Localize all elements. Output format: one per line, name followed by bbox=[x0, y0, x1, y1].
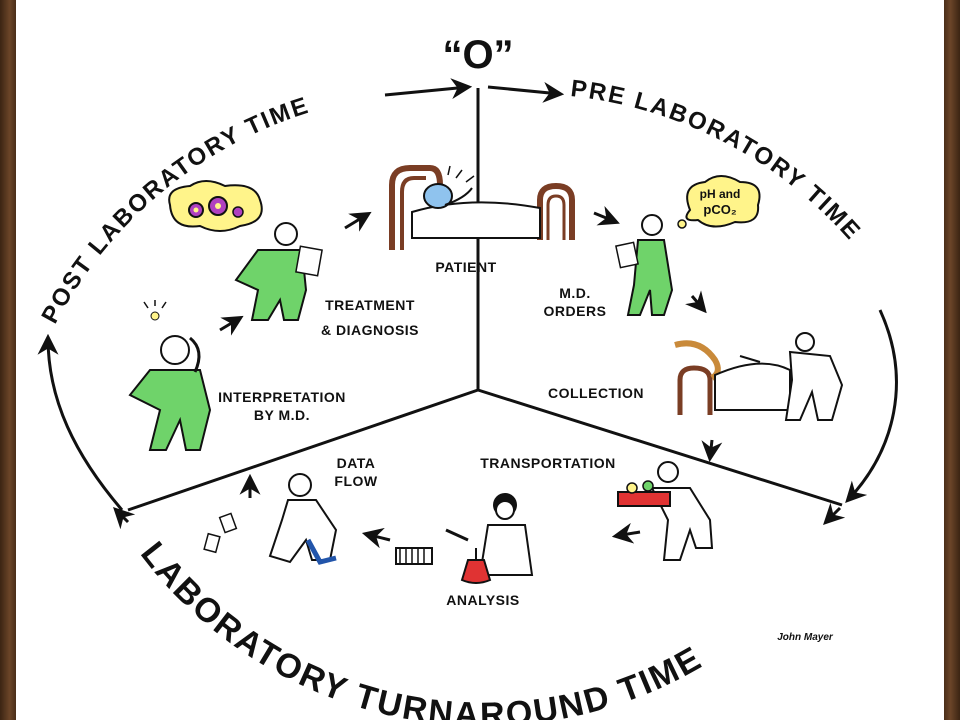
step-interpretation-label-1: INTERPRETATION bbox=[218, 389, 346, 405]
treatment-doctor-illustration bbox=[168, 180, 323, 321]
zero-label: “O” bbox=[442, 33, 513, 77]
bubble-line-2: pCO₂ bbox=[703, 202, 736, 217]
step-patient-label: PATIENT bbox=[435, 259, 496, 275]
data-flow-illustration bbox=[203, 473, 338, 565]
transportation-illustration bbox=[617, 461, 714, 561]
artist-signature: John Mayer bbox=[777, 632, 834, 643]
arrow-treatment-to-patient bbox=[344, 211, 372, 232]
arrow-transportation-to-analysis bbox=[611, 522, 641, 544]
circle-arc-right bbox=[845, 309, 898, 504]
interpretation-doctor-illustration bbox=[128, 300, 212, 451]
arrow-into-turnaround-left bbox=[113, 507, 136, 530]
spoke-right bbox=[477, 388, 843, 507]
step-data-flow-label-1: DATA bbox=[337, 455, 376, 471]
arrow-into-turnaround-right bbox=[823, 502, 846, 525]
gear-icon bbox=[232, 206, 244, 218]
step-interpretation-label-2: BY M.D. bbox=[254, 407, 310, 423]
step-data-flow-label-2: FLOW bbox=[334, 473, 377, 489]
circle-arc-left bbox=[37, 333, 124, 511]
step-md-orders-label-1: M.D. bbox=[559, 285, 591, 301]
step-analysis-label: ANALYSIS bbox=[446, 592, 520, 608]
bubble-line-1: pH and bbox=[700, 187, 741, 201]
collection-illustration bbox=[674, 332, 844, 421]
patient-in-bed-illustration bbox=[389, 165, 575, 250]
step-collection-label: COLLECTION bbox=[548, 385, 644, 401]
left-frame-border bbox=[0, 0, 16, 720]
arrow-md-orders-to-collection bbox=[685, 290, 707, 314]
md-orders-doctor-illustration bbox=[615, 175, 761, 316]
step-treatment-label-1: TREATMENT bbox=[325, 297, 415, 313]
arrow-to-zero bbox=[384, 78, 473, 100]
step-transportation-label: TRANSPORTATION bbox=[480, 455, 616, 471]
right-frame-border bbox=[944, 0, 960, 720]
analysis-illustration bbox=[395, 493, 534, 584]
arrow-interpretation-to-treatment bbox=[219, 315, 244, 336]
step-treatment-label-2: & DIAGNOSIS bbox=[321, 322, 419, 338]
arrow-collection-to-transportation bbox=[701, 439, 723, 463]
arrow-patient-to-md-orders bbox=[593, 205, 620, 226]
arrow-from-zero bbox=[487, 81, 565, 103]
spoke-left bbox=[127, 388, 479, 512]
arrow-analysis-to-data-flow bbox=[361, 527, 391, 549]
step-md-orders-label-2: ORDERS bbox=[544, 303, 607, 319]
